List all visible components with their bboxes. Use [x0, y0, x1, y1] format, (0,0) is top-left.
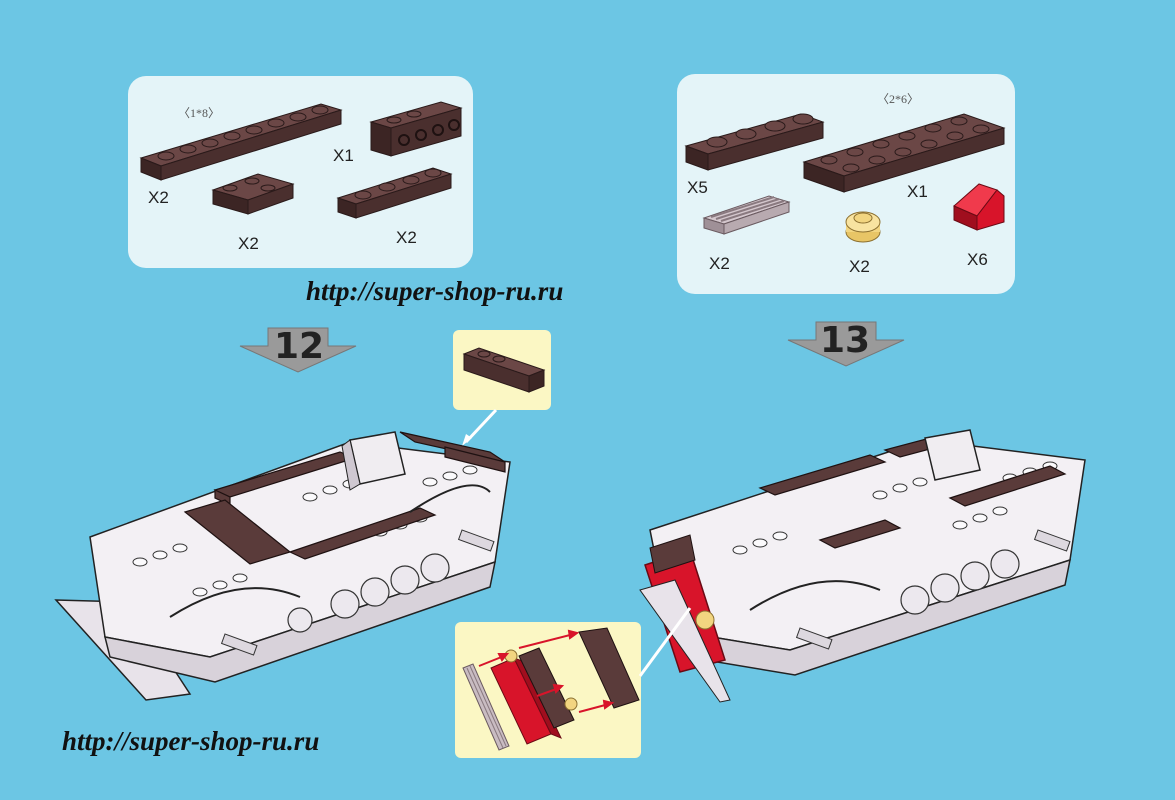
corner-plate-quantity: X2	[238, 234, 259, 253]
brown-bracket-icon	[369, 101, 463, 157]
brown-corner-plate-icon	[211, 173, 295, 215]
plate-1x4-quantity: X5	[687, 178, 708, 197]
step12-number: 12	[274, 326, 325, 367]
brown-plate-1x4-icon	[336, 167, 453, 219]
red-slope-brick-icon	[953, 183, 1005, 231]
plate-1x8-dimension-label: 〈1*8〉	[178, 106, 221, 120]
step12-parts-panel: 〈1*8〉 X2 X1 X2	[128, 76, 473, 268]
step13-callout	[455, 622, 641, 758]
brown-bracket-icon	[462, 347, 546, 393]
brown-plate-2x6-icon	[802, 113, 1006, 193]
watermark-url-top: http://super-shop-ru.ru	[306, 276, 564, 306]
step13-arrow-icon	[787, 321, 905, 367]
step13-car-chassis-model	[639, 429, 1086, 703]
step13-callout-pointer	[638, 607, 692, 677]
step12-callout	[453, 330, 551, 410]
plate-1x4-quantity: X2	[396, 228, 417, 247]
round-plate-quantity: X2	[849, 257, 870, 276]
front-assembly-exploded-icon	[462, 627, 640, 751]
bracket-quantity: X1	[333, 146, 354, 165]
step12-arrow-icon	[239, 327, 357, 373]
plate-2x6-dimension-label: 〈2*6〉	[877, 92, 920, 106]
step12-car-chassis-model	[54, 431, 511, 701]
step12-callout-pointer	[462, 408, 498, 446]
step13-number: 13	[820, 320, 871, 361]
slope-brick-quantity: X6	[967, 250, 988, 269]
plate-1x8-quantity: X2	[148, 188, 169, 207]
watermark-url-bottom: http://super-shop-ru.ru	[62, 726, 320, 756]
plate-2x6-quantity: X1	[907, 182, 928, 201]
gray-grille-tile-icon	[702, 195, 791, 235]
brown-plate-1x8-icon	[139, 103, 343, 181]
tan-round-plate-icon	[845, 211, 881, 243]
step13-parts-panel: 〈2*6〉 X5 X1 X2	[677, 74, 1015, 294]
grille-tile-quantity: X2	[709, 254, 730, 273]
brown-plate-1x4-icon	[684, 113, 825, 171]
